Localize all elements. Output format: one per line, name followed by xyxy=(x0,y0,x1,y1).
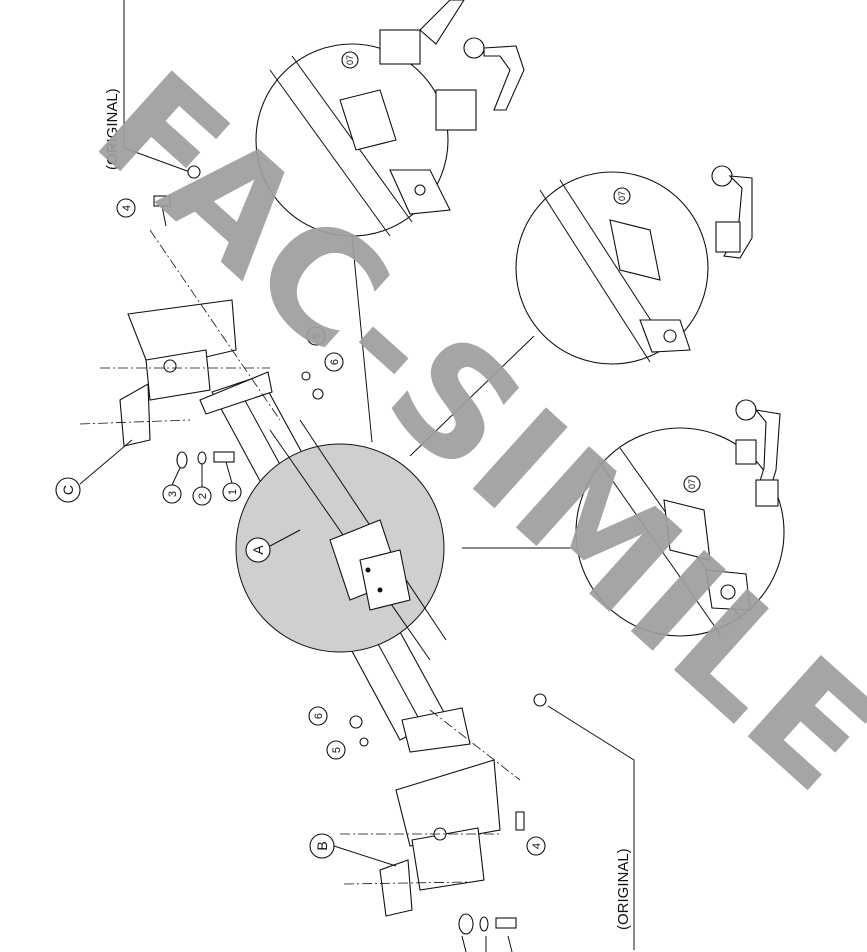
detail-letter-c: C xyxy=(60,485,76,495)
callout-1: 1 xyxy=(222,461,242,502)
detail-circle-low xyxy=(462,427,785,637)
original-label-bottom: (ORIGINAL) xyxy=(615,848,632,930)
callout-bottom-leaders xyxy=(461,935,513,952)
tow-ball-mid xyxy=(711,165,753,259)
callout-07-mid: 07 xyxy=(613,187,631,205)
detail-circle-a xyxy=(235,419,447,661)
detail-circle-mid xyxy=(409,171,709,457)
bolt-4-top xyxy=(153,165,201,227)
callout-text-5-bottom: 5 xyxy=(331,747,343,753)
detail-letter-b: B xyxy=(314,841,330,850)
tow-ball-top xyxy=(379,0,525,131)
callout-text-07-mid: 07 xyxy=(617,191,627,201)
callout-2: 2 xyxy=(192,464,212,506)
callout-text-4-top: 4 xyxy=(121,205,133,211)
original-label-top: (ORIGINAL) xyxy=(104,88,121,170)
original-leader-bottom xyxy=(547,705,635,950)
callout-4-top: 4 xyxy=(116,198,136,218)
callout-text-2: 2 xyxy=(197,493,209,499)
callout-07-top: 07 xyxy=(341,51,359,69)
callout-4-bottom: 4 xyxy=(526,836,546,856)
detail-circle-top xyxy=(255,43,451,443)
detail-label-b: B xyxy=(309,833,397,867)
detail-letter-a: A xyxy=(250,545,266,555)
bracket-b-assembly xyxy=(340,709,521,917)
callout-6-top: 6 xyxy=(324,352,344,372)
callout-text-4-bottom: 4 xyxy=(531,843,543,849)
bolt-washer-set-c xyxy=(176,451,235,469)
callout-text-1: 1 xyxy=(227,489,239,495)
detail-label-c: C xyxy=(55,439,133,503)
tow-ball-low xyxy=(735,399,781,507)
callout-6-bottom: 6 xyxy=(308,706,328,726)
bracket-c-assembly xyxy=(79,229,281,447)
bolt-4-bottom xyxy=(515,811,525,831)
watermark-text: FAC-SIMILE xyxy=(64,40,867,825)
callout-text-6-bottom: 6 xyxy=(313,713,325,719)
callout-3: 3 xyxy=(162,467,182,504)
callout-07-low: 07 xyxy=(683,475,701,493)
callout-text-5-top: 5 xyxy=(311,333,323,339)
detail-label-a: A xyxy=(245,529,301,563)
callout-5-bottom: 5 xyxy=(326,740,346,760)
bolt-washer-set-b xyxy=(458,913,517,935)
callout-text-07-low: 07 xyxy=(687,479,697,489)
callout-text-6-top: 6 xyxy=(329,359,341,365)
washer-nut-top-group xyxy=(301,371,324,400)
callout-text-3: 3 xyxy=(167,491,179,497)
callout-text-07-top: 07 xyxy=(345,55,355,65)
washer-nut-bottom-group xyxy=(349,693,547,747)
original-leader-top xyxy=(123,0,191,173)
callout-5-top: 5 xyxy=(306,326,326,346)
